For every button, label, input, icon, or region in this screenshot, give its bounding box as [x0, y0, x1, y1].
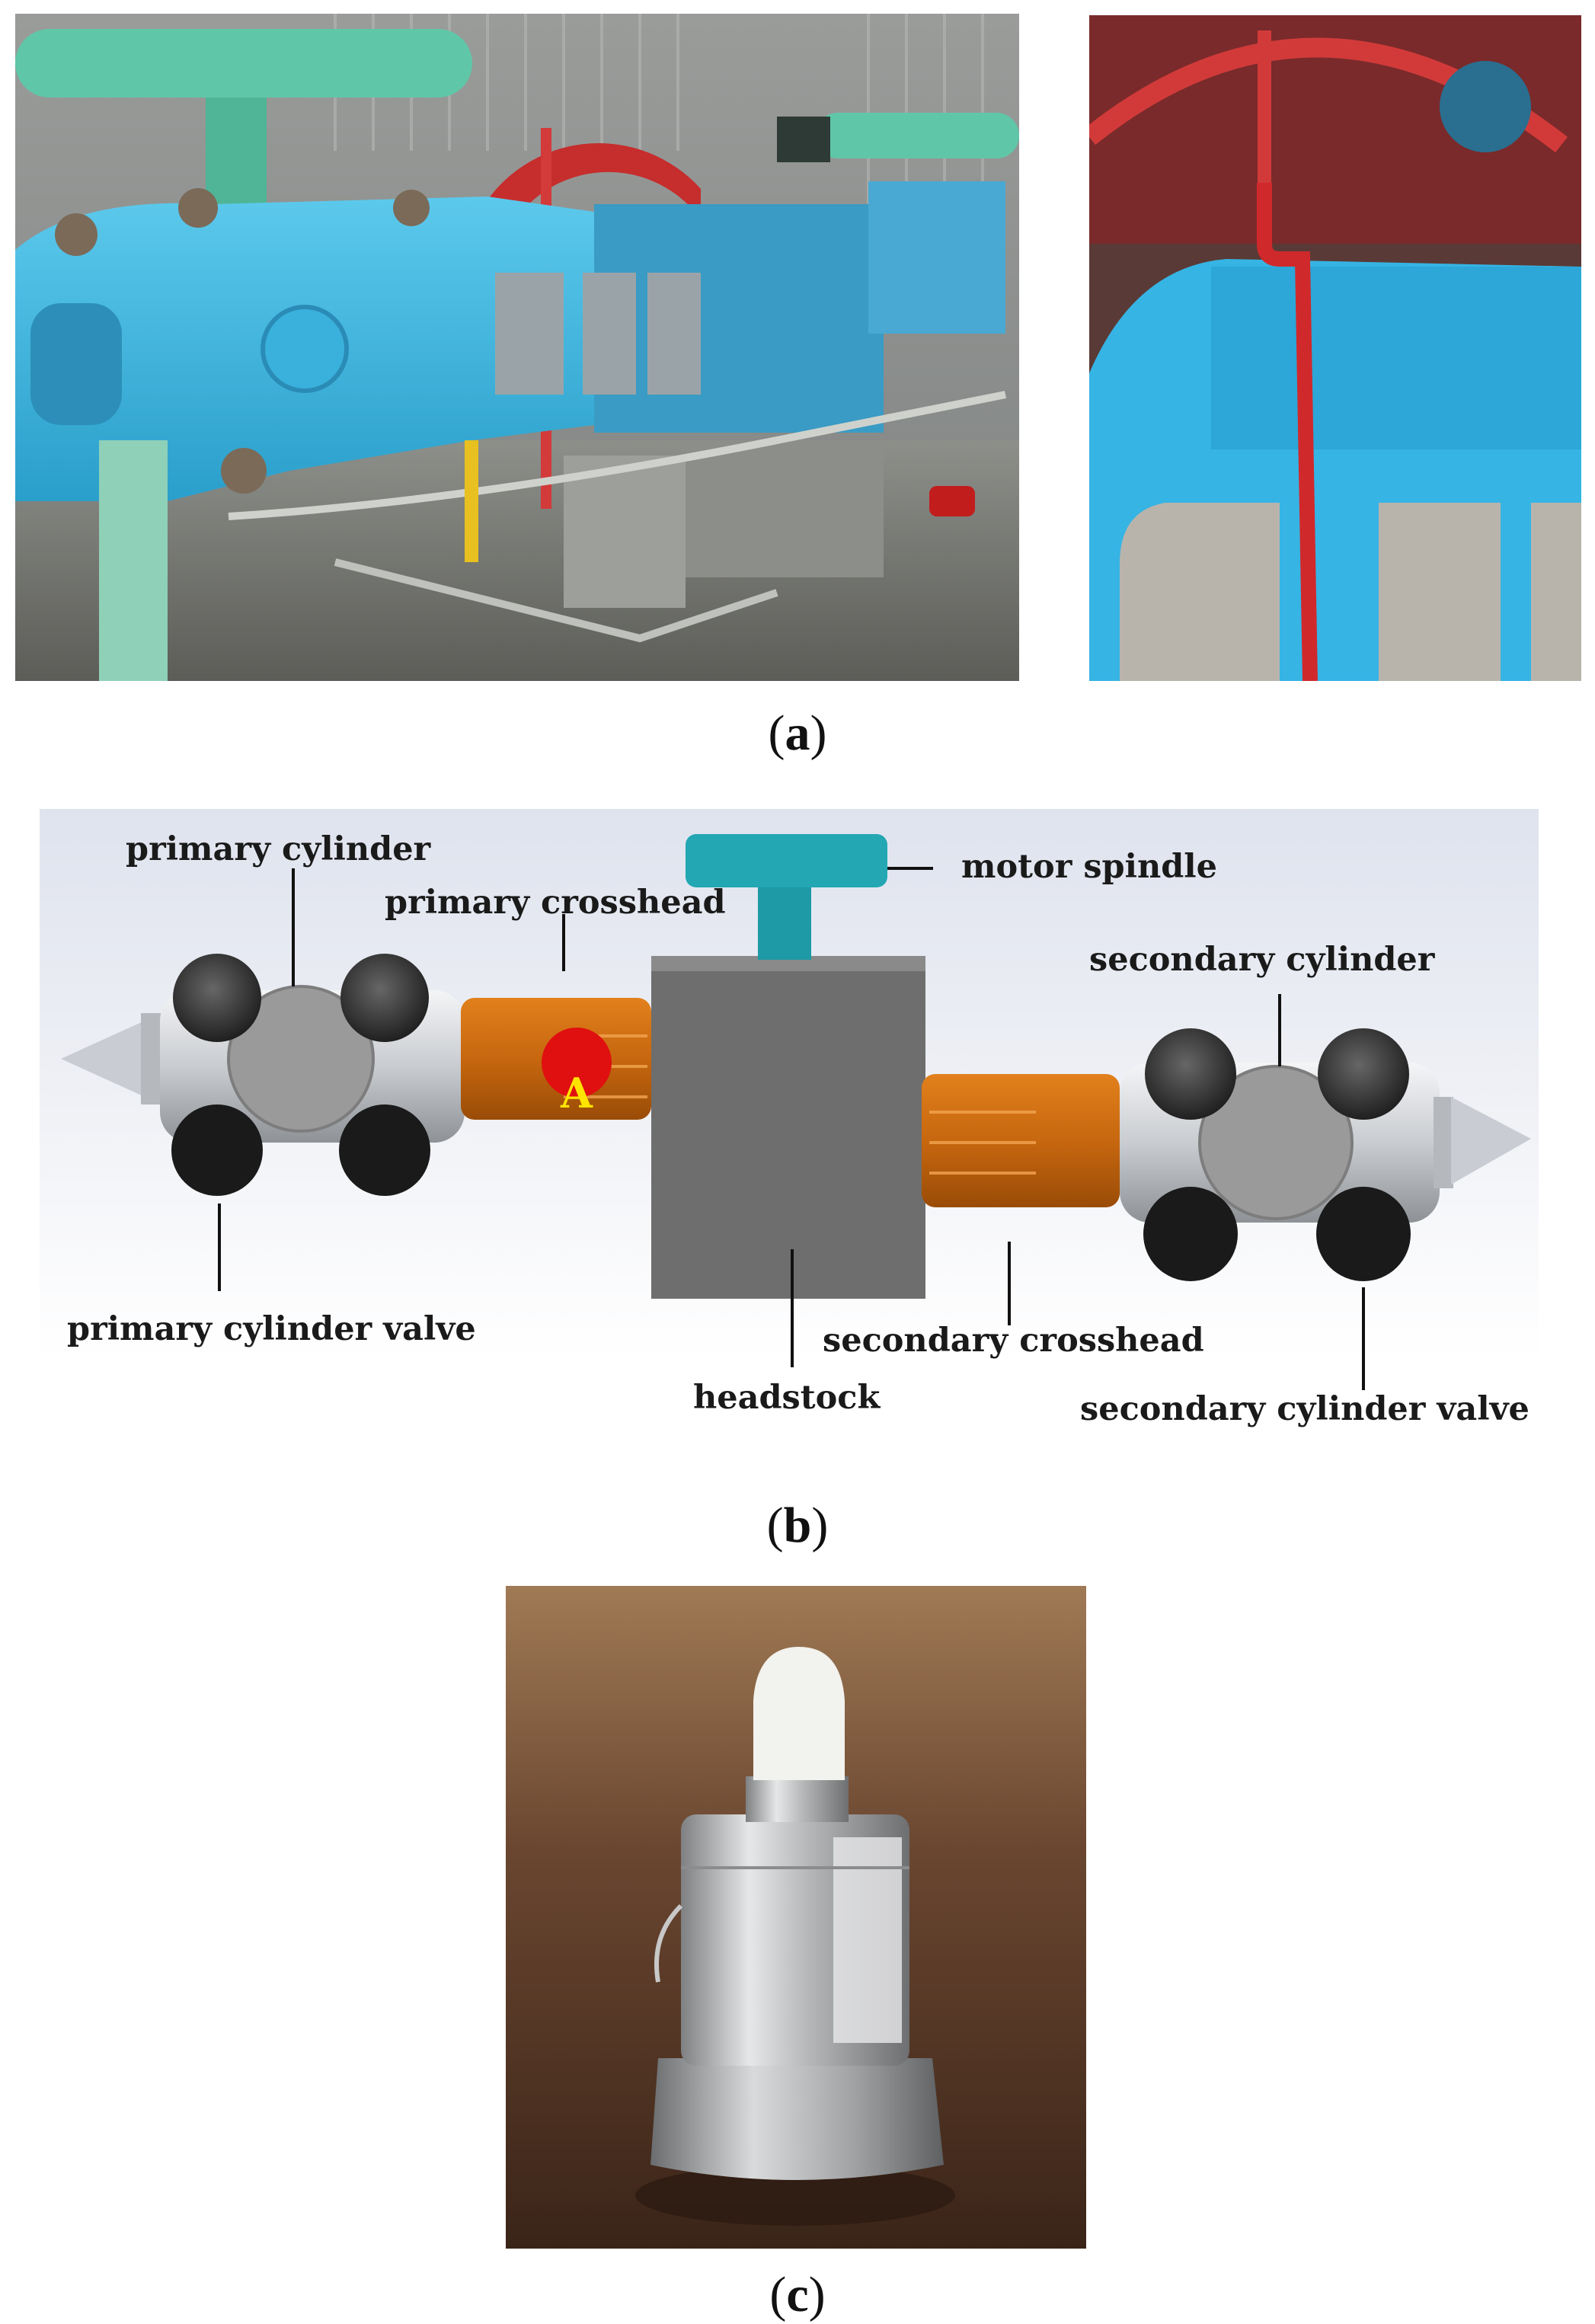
panel-c: (c) — [0, 1569, 1595, 2322]
panel-a: (a) — [0, 0, 1595, 792]
caption-b: (b) — [766, 1498, 829, 1553]
label-primary-cylinder-valve: primary cylinder valve — [67, 1310, 476, 1348]
compressor-cad-render — [40, 809, 1539, 1390]
label-headstock: headstock — [693, 1379, 881, 1417]
sensor-photo — [506, 1586, 1086, 2249]
caption-c: (c) — [769, 2267, 826, 2322]
primary-valve-caps — [171, 954, 430, 1196]
label-secondary-crosshead: secondary crosshead — [823, 1322, 1204, 1360]
label-motor-spindle: motor spindle — [961, 848, 1217, 886]
caption-a: (a) — [768, 705, 827, 761]
label-primary-crosshead: primary crosshead — [385, 884, 726, 922]
compressor-photo — [15, 14, 1019, 681]
label-secondary-cylinder: secondary cylinder — [1089, 941, 1435, 979]
flywheel-closeup-photo — [1089, 15, 1581, 681]
label-primary-cylinder: primary cylinder — [126, 830, 431, 868]
panel-b: A primary cylinder primary crosshead mot… — [0, 792, 1595, 1569]
secondary-valve-caps — [1143, 1028, 1411, 1281]
label-secondary-cylinder-valve: secondary cylinder valve — [1080, 1390, 1529, 1428]
marker-a: A — [561, 1069, 593, 1117]
